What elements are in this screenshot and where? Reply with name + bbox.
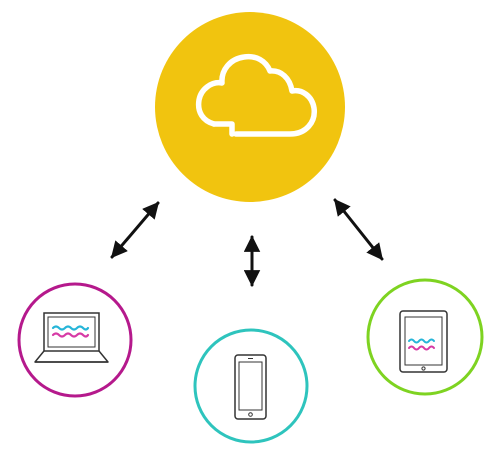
laptop-node [17,282,133,398]
laptop-scribble-cyan [51,325,90,331]
cloud-icon [195,53,317,137]
laptop-scribble-magenta [51,332,90,338]
smartphone-icon [234,354,267,420]
laptop-icon [34,312,109,363]
cloud-circle [155,12,345,202]
laptop-screen [47,316,96,348]
arrow-cloud-tablet [333,198,384,261]
phone-body [234,354,267,420]
phone-home-button [248,412,253,417]
phone-node [193,328,309,444]
cloud-outline [195,53,317,137]
tablet-node [366,278,484,396]
tablet-scribble-magenta [408,345,435,351]
laptop-screen-frame [43,312,100,352]
laptop-ring [17,282,133,398]
tablet-home-button [421,366,426,371]
arrow-cloud-laptop [110,201,160,259]
laptop-keyboard-base [34,350,109,363]
tablet-scribble-cyan [408,338,435,344]
phone-ring [193,328,309,444]
cloud-node [155,12,345,202]
cloud-outline-tail [211,121,235,137]
phone-screen [238,361,263,411]
connection-arrows [110,198,384,287]
tablet-screen [404,316,443,366]
tablet-ring [366,278,484,396]
tablet-icon [399,310,448,373]
